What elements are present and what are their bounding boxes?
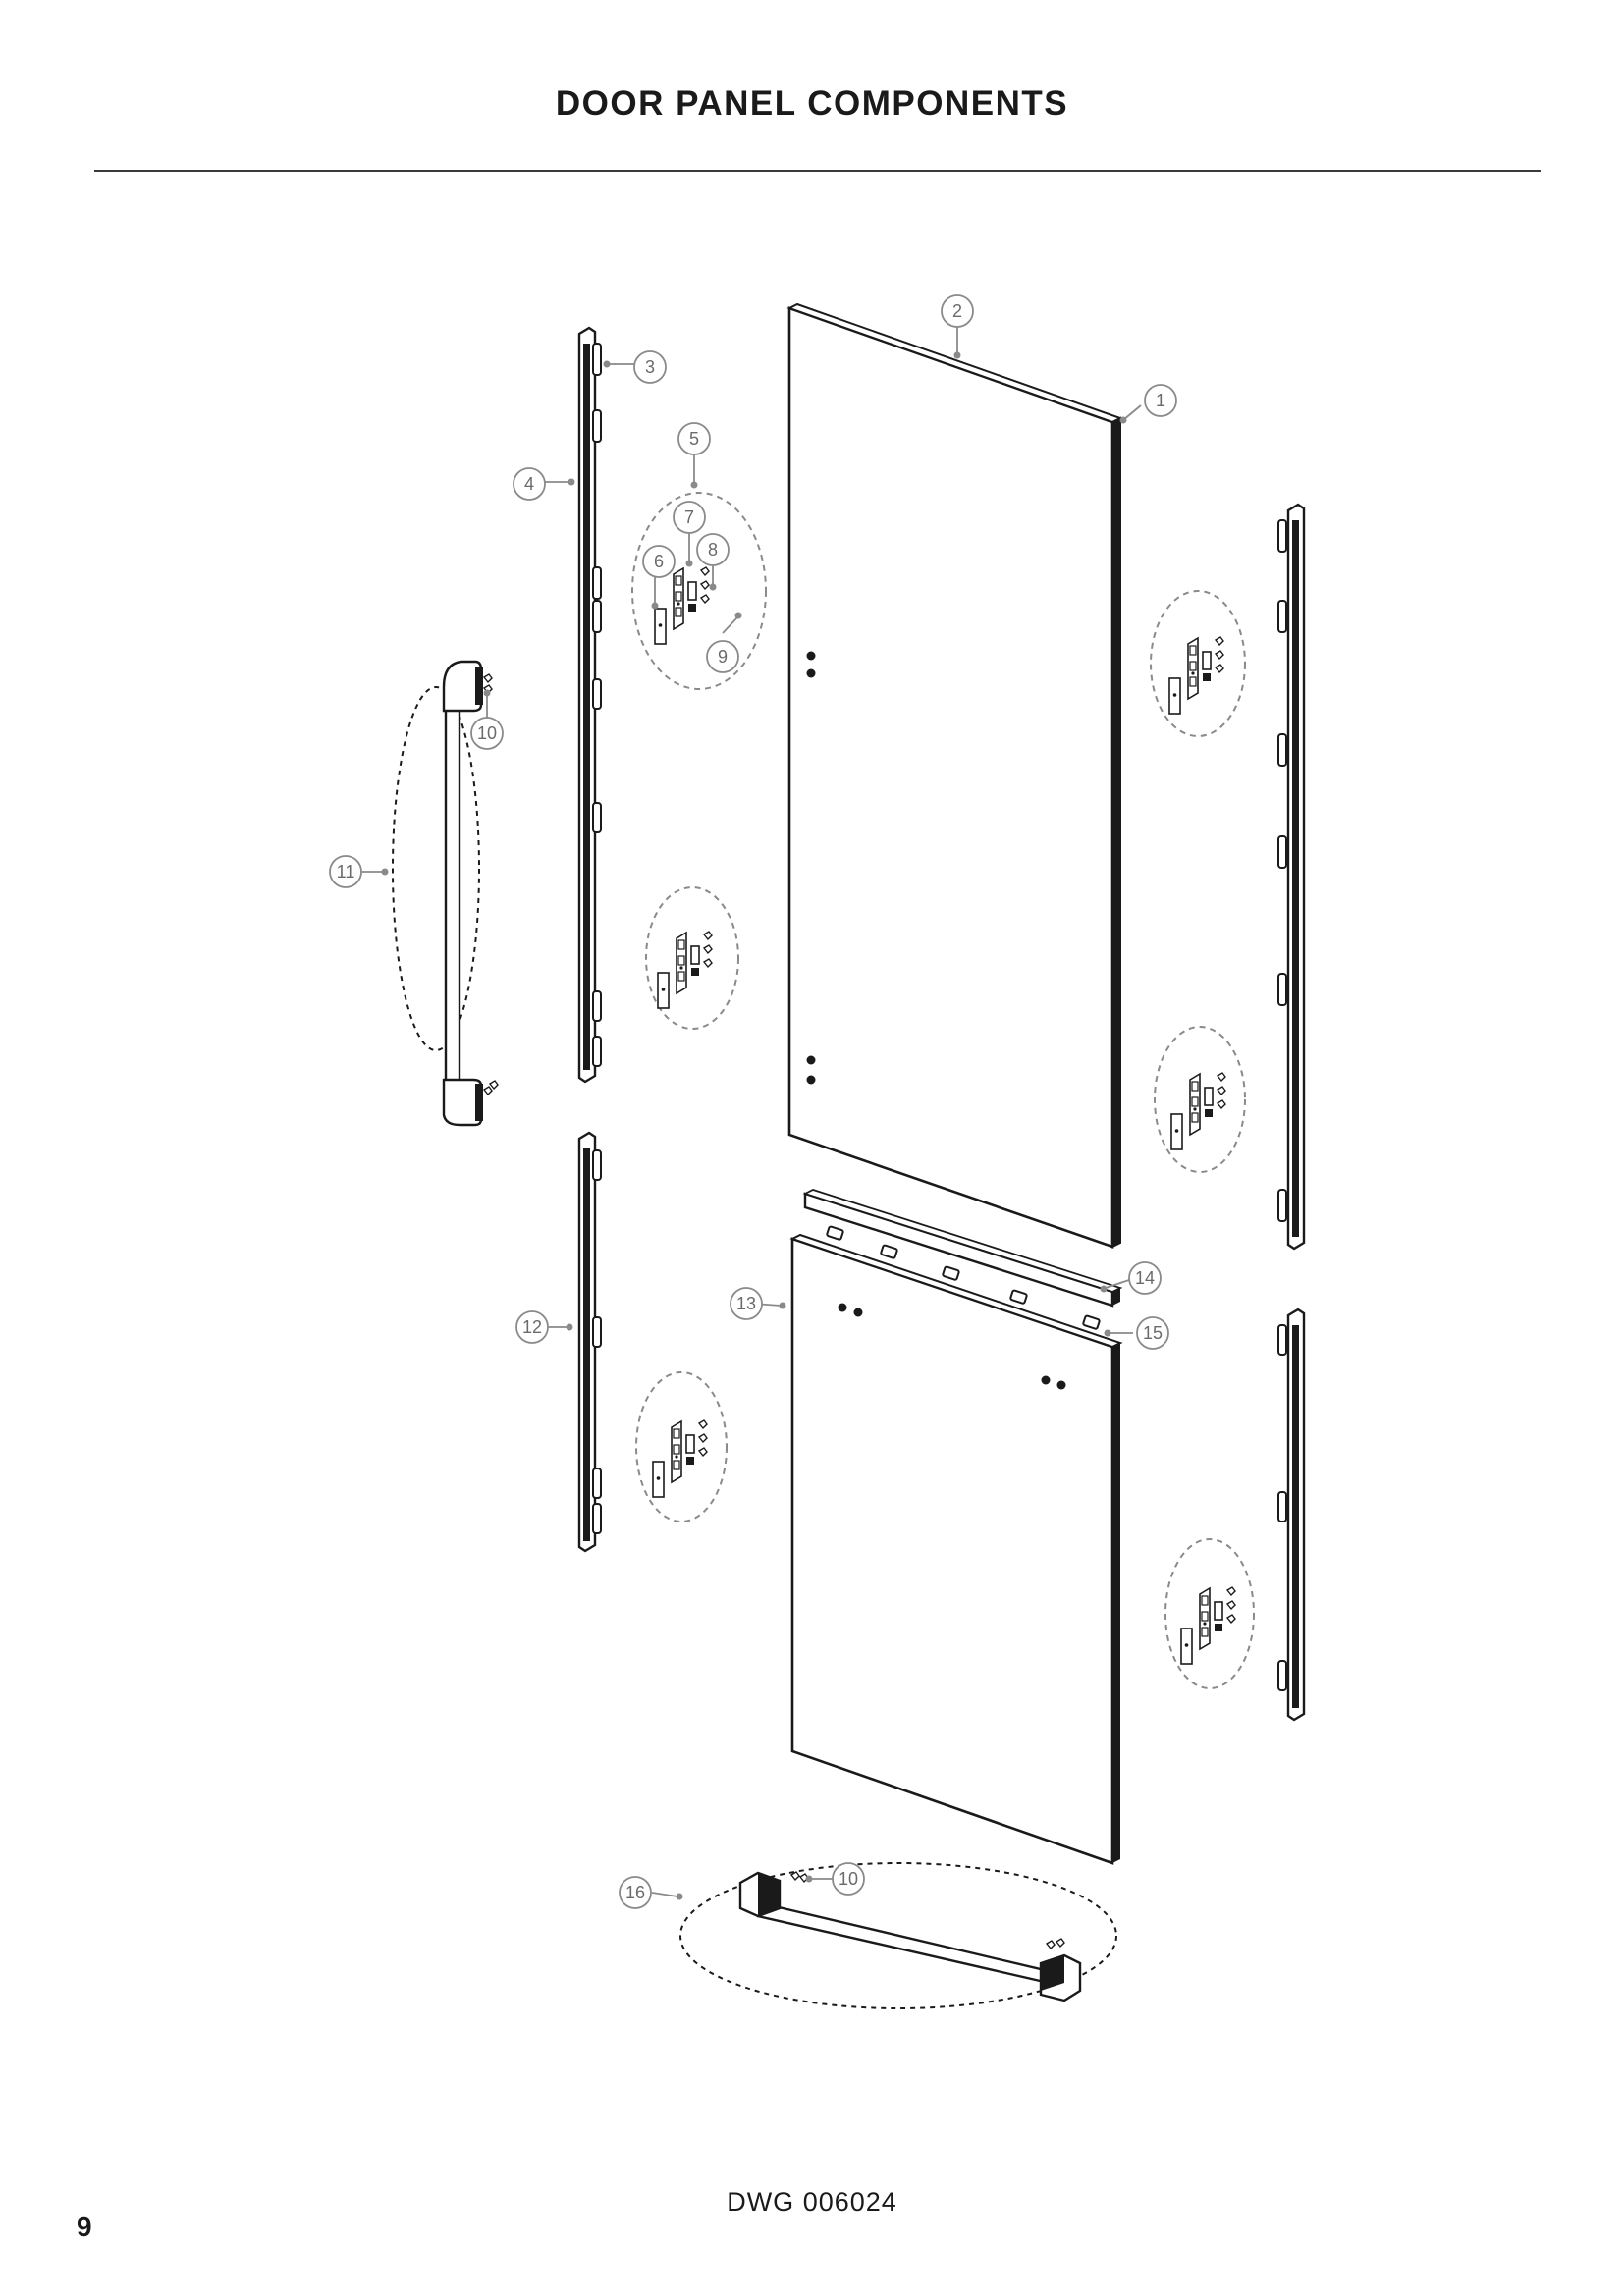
hinge-kit-bubble-right-top [1150,590,1246,737]
drawing-number: DWG 006024 [727,2187,897,2216]
callout-label-10-lower: 10 [839,1869,858,1889]
title-divider [94,170,1541,172]
vertical-handle [392,660,499,1127]
callout-label-8: 8 [708,540,718,560]
callout-label-10-upper: 10 [477,723,497,743]
hinge-kit-bubble-upper-mid [645,886,739,1030]
callout-label-4: 4 [524,474,534,494]
hinge-kit-bubble-right-lower [1164,1538,1255,1689]
callout-label-13: 13 [736,1294,756,1313]
hinge-kit-bubble-5 [631,492,767,690]
callout-label-11: 11 [337,862,355,881]
callout-label-1: 1 [1156,391,1165,410]
callout-label-9: 9 [718,647,728,667]
callout-label-16: 16 [625,1883,645,1902]
callout-label-3: 3 [645,357,655,377]
callout-label-15: 15 [1143,1323,1163,1343]
callout-label-5: 5 [689,429,699,449]
page-number: 9 [77,2212,92,2242]
hinge-kit-bubble-right-mid [1154,1026,1246,1173]
callout-label-12: 12 [522,1317,542,1337]
left-upper-rail [577,326,602,1084]
hinge-kit-bubble-lower-left [635,1371,728,1522]
callout-label-2: 2 [952,301,962,321]
upper-door-panel [786,302,1123,1249]
right-lower-rail [1277,1308,1306,1722]
page-title: DOOR PANEL COMPONENTS [555,84,1069,123]
right-upper-rail [1277,503,1306,1251]
callout-label-6: 6 [654,552,664,571]
left-lower-rail [577,1131,602,1553]
callout-label-7: 7 [684,507,694,527]
horizontal-handle [679,1862,1117,2009]
callout-label-14: 14 [1135,1268,1155,1288]
lower-door-panel [789,1233,1123,1865]
trim-strip [802,1189,1123,1330]
